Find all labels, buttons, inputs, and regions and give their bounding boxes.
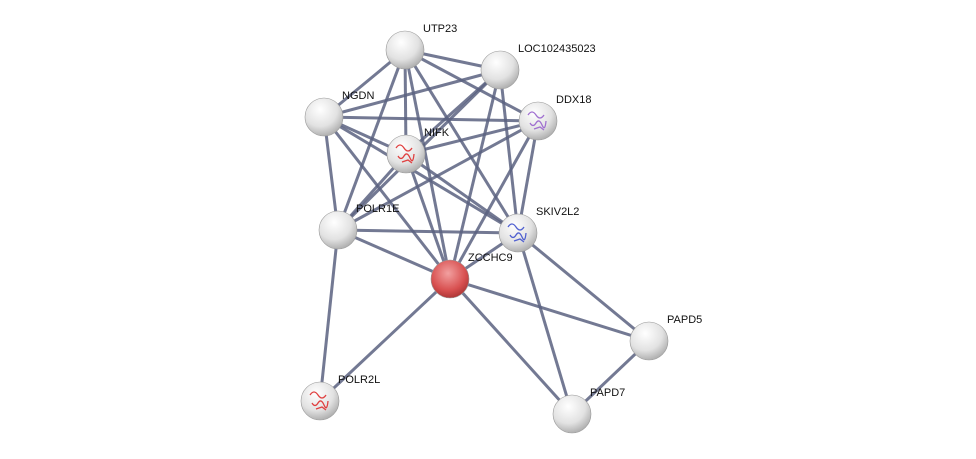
node-label: NIFK [424,127,450,139]
node-label: NGDN [342,90,374,102]
edge-utp23-zcchc9[interactable] [403,49,452,280]
node-nifk[interactable]: NIFK [386,127,450,174]
node-skiv2l2[interactable]: SKIV2L2 [498,206,579,253]
edge-zcchc9-papd7[interactable] [448,277,574,416]
node-circle[interactable] [480,50,520,90]
edge-polr1e-zcchc9[interactable] [337,228,451,281]
edge-skiv2l2-papd7[interactable] [516,232,574,415]
edge-layer [318,48,651,416]
node-circle[interactable] [385,30,425,70]
node-zcchc9[interactable]: ZCCHC9 [430,252,513,299]
node-circle[interactable] [318,210,358,250]
node-label: UTP23 [423,23,457,35]
node-label: POLR2L [338,374,380,386]
protein-structure-icon [507,223,527,243]
edge-ngdn-ddx18[interactable] [323,115,539,123]
edge-polr1e-polr2l[interactable] [318,229,340,402]
node-label: ZCCHC9 [468,252,513,264]
edge-loc102435023-zcchc9[interactable] [448,69,502,280]
protein-structure-icon [309,391,329,411]
node-polr1e[interactable]: POLR1E [318,203,399,250]
node-label: POLR1E [356,203,399,215]
edge-loc102435023-skiv2l2[interactable] [498,69,520,234]
edge-zcchc9-polr2l[interactable] [318,277,452,403]
node-label: PAPD7 [590,387,625,399]
node-ngdn[interactable]: NGDN [304,90,374,137]
node-ddx18[interactable]: DDX18 [518,94,591,141]
edge-utp23-ddx18[interactable] [404,48,539,123]
node-label: PAPD5 [667,314,702,326]
node-polr2l[interactable]: POLR2L [300,374,380,421]
node-circle[interactable] [430,259,470,299]
node-circle[interactable] [629,321,669,361]
node-utp23[interactable]: UTP23 [385,23,457,70]
protein-structure-icon [527,111,547,131]
node-circle[interactable] [304,97,344,137]
edge-loc102435023-ngdn[interactable] [323,68,501,119]
edge-zcchc9-papd5[interactable] [449,277,650,343]
node-label: SKIV2L2 [536,206,579,218]
node-circle[interactable] [552,394,592,434]
node-papd7[interactable]: PAPD7 [552,387,625,434]
edge-polr1e-skiv2l2[interactable] [337,228,519,235]
edge-nifk-zcchc9[interactable] [404,153,452,280]
protein-structure-icon [395,144,415,164]
node-loc102435023[interactable]: LOC102435023 [480,43,596,90]
edge-skiv2l2-papd5[interactable] [517,231,650,343]
edge-ddx18-nifk[interactable] [405,119,539,156]
edge-ngdn-zcchc9[interactable] [322,116,452,280]
node-label: LOC102435023 [518,43,596,55]
node-label: DDX18 [556,94,591,106]
edge-nifk-skiv2l2[interactable] [405,152,519,235]
edge-ddx18-zcchc9[interactable] [448,120,540,280]
node-papd5[interactable]: PAPD5 [629,314,702,361]
